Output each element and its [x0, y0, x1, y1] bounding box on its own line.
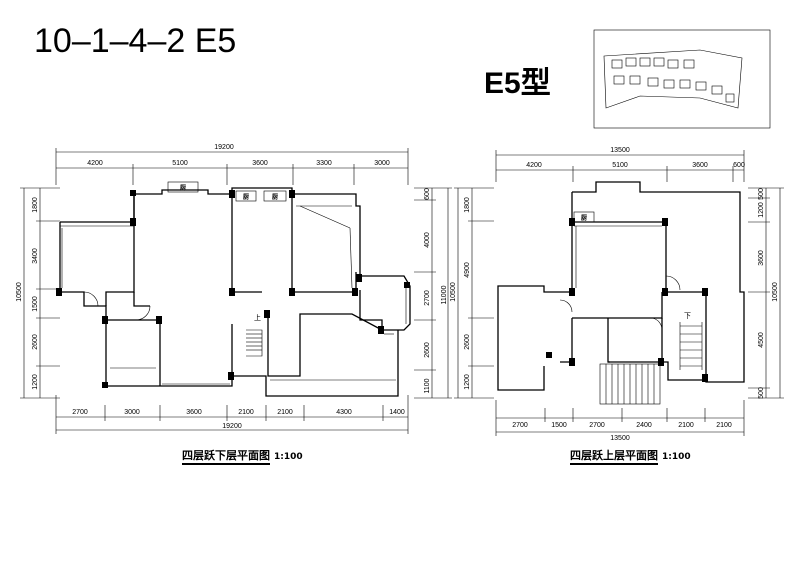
upper-bottom-seg: 2100 [716, 422, 732, 429]
upper-bottom-dimensions: 2700 1500 2700 2400 2100 2100 13500 [495, 400, 745, 442]
lower-left-dimensions: 1800 3400 1500 2600 1200 10500 [16, 187, 60, 399]
lower-bottom-seg: 4300 [336, 409, 352, 416]
sheet-code-title: 10–1–4–2 E5 [34, 22, 237, 60]
upper-bottom-total: 13500 [610, 435, 630, 442]
upper-right-seg: 500 [758, 387, 765, 399]
lower-right-seg: 600 [424, 188, 431, 200]
upper-columns [546, 218, 708, 382]
upper-right-seg: 3600 [758, 250, 765, 266]
upper-plan-title: 四层跃上层平面图 [570, 449, 658, 465]
upper-right-total: 10500 [772, 282, 779, 302]
upper-left-seg: 2600 [464, 334, 471, 350]
lower-top-seg: 3300 [316, 160, 332, 167]
unit-type-title: E5型 [484, 67, 551, 100]
kitchen-label: 厨 [581, 214, 587, 222]
upper-right-seg: 500 [758, 188, 765, 200]
lower-kitchen-tag: 厨 [167, 181, 199, 193]
lower-kitchen-tag-2: 厨 厨 [235, 190, 287, 202]
site-key-plan [593, 29, 771, 129]
lower-details [60, 205, 407, 385]
lower-right-seg: 1100 [424, 378, 431, 393]
upper-walls [497, 181, 745, 391]
lower-bottom-total: 19200 [222, 423, 242, 430]
lower-columns [56, 190, 410, 388]
lower-bottom-seg: 2100 [238, 409, 254, 416]
stair-up-label: 上 [254, 313, 261, 322]
lower-plan-scale: 1:100 [274, 452, 303, 462]
lower-top-seg: 3600 [252, 160, 268, 167]
upper-left-seg: 1200 [464, 374, 471, 390]
lower-top-seg: 4200 [87, 160, 103, 167]
lower-bottom-seg: 2100 [277, 409, 293, 416]
lower-right-seg: 2600 [424, 342, 431, 358]
kitchen-label: 厨 [272, 193, 278, 201]
upper-left-dimensions: 1800 4900 2600 1200 10500 [450, 187, 494, 399]
lower-left-seg: 1500 [32, 296, 39, 312]
upper-plan-caption: 四层跃上层平面图 1:100 [570, 447, 691, 465]
lower-floor-plan: 19200 4200 5100 3600 3300 3000 2700 3000 [16, 144, 452, 434]
upper-bottom-seg: 2400 [636, 422, 652, 429]
lower-top-seg: 3000 [374, 160, 390, 167]
upper-top-dimensions: 13500 4200 5100 3600 600 [495, 147, 745, 182]
upper-right-seg: 1200 [758, 202, 765, 218]
lower-right-dimensions: 600 4000 2700 2600 1100 11000 [414, 187, 452, 399]
lower-plan-title: 四层跃下层平面图 [182, 449, 270, 465]
upper-bottom-seg: 1500 [551, 422, 567, 429]
lower-right-total: 11000 [441, 285, 448, 304]
stair-down-label: 下 [684, 312, 691, 320]
upper-top-total: 13500 [610, 147, 630, 154]
upper-bottom-seg: 2700 [512, 422, 528, 429]
lower-right-seg: 4000 [424, 232, 431, 248]
lower-bottom-seg: 1400 [389, 409, 405, 416]
lower-left-seg: 2600 [32, 334, 39, 350]
lower-left-seg: 1800 [32, 197, 39, 213]
upper-top-seg: 4200 [526, 162, 542, 169]
upper-left-seg: 1800 [464, 197, 471, 213]
lower-bottom-dimensions: 2700 3000 3600 2100 2100 4300 1400 19200 [55, 395, 409, 434]
lower-top-total: 19200 [214, 144, 234, 151]
upper-details [559, 225, 703, 405]
kitchen-label: 厨 [243, 193, 249, 201]
upper-kitchen-tag: 厨 [573, 211, 595, 223]
kitchen-label: 厨 [180, 184, 186, 192]
lower-top-dimensions: 19200 4200 5100 3600 3300 3000 [55, 144, 409, 185]
lower-right-seg: 2700 [424, 290, 431, 306]
upper-top-seg: 3600 [692, 162, 708, 169]
lower-bottom-seg: 3000 [124, 409, 140, 416]
upper-right-seg: 4500 [758, 332, 765, 348]
upper-plan-scale: 1:100 [662, 452, 691, 462]
upper-left-total: 10500 [450, 282, 457, 302]
lower-bottom-seg: 3600 [186, 409, 202, 416]
lower-top-seg: 5100 [172, 160, 188, 167]
upper-top-seg: 5100 [612, 162, 628, 169]
lower-plan-caption: 四层跃下层平面图 1:100 [182, 447, 303, 465]
upper-left-seg: 4900 [464, 262, 471, 278]
upper-top-seg: 600 [733, 162, 745, 169]
lower-bottom-seg: 2700 [72, 409, 88, 416]
upper-bottom-seg: 2100 [678, 422, 694, 429]
lower-left-total: 10500 [16, 282, 23, 302]
upper-right-dimensions: 500 1200 3600 4500 500 10500 [748, 187, 784, 399]
upper-bottom-seg: 2700 [589, 422, 605, 429]
upper-floor-plan: 13500 4200 5100 3600 600 2700 1500 2700 … [450, 147, 784, 442]
lower-left-seg: 1200 [32, 374, 39, 390]
lower-left-seg: 3400 [32, 248, 39, 264]
